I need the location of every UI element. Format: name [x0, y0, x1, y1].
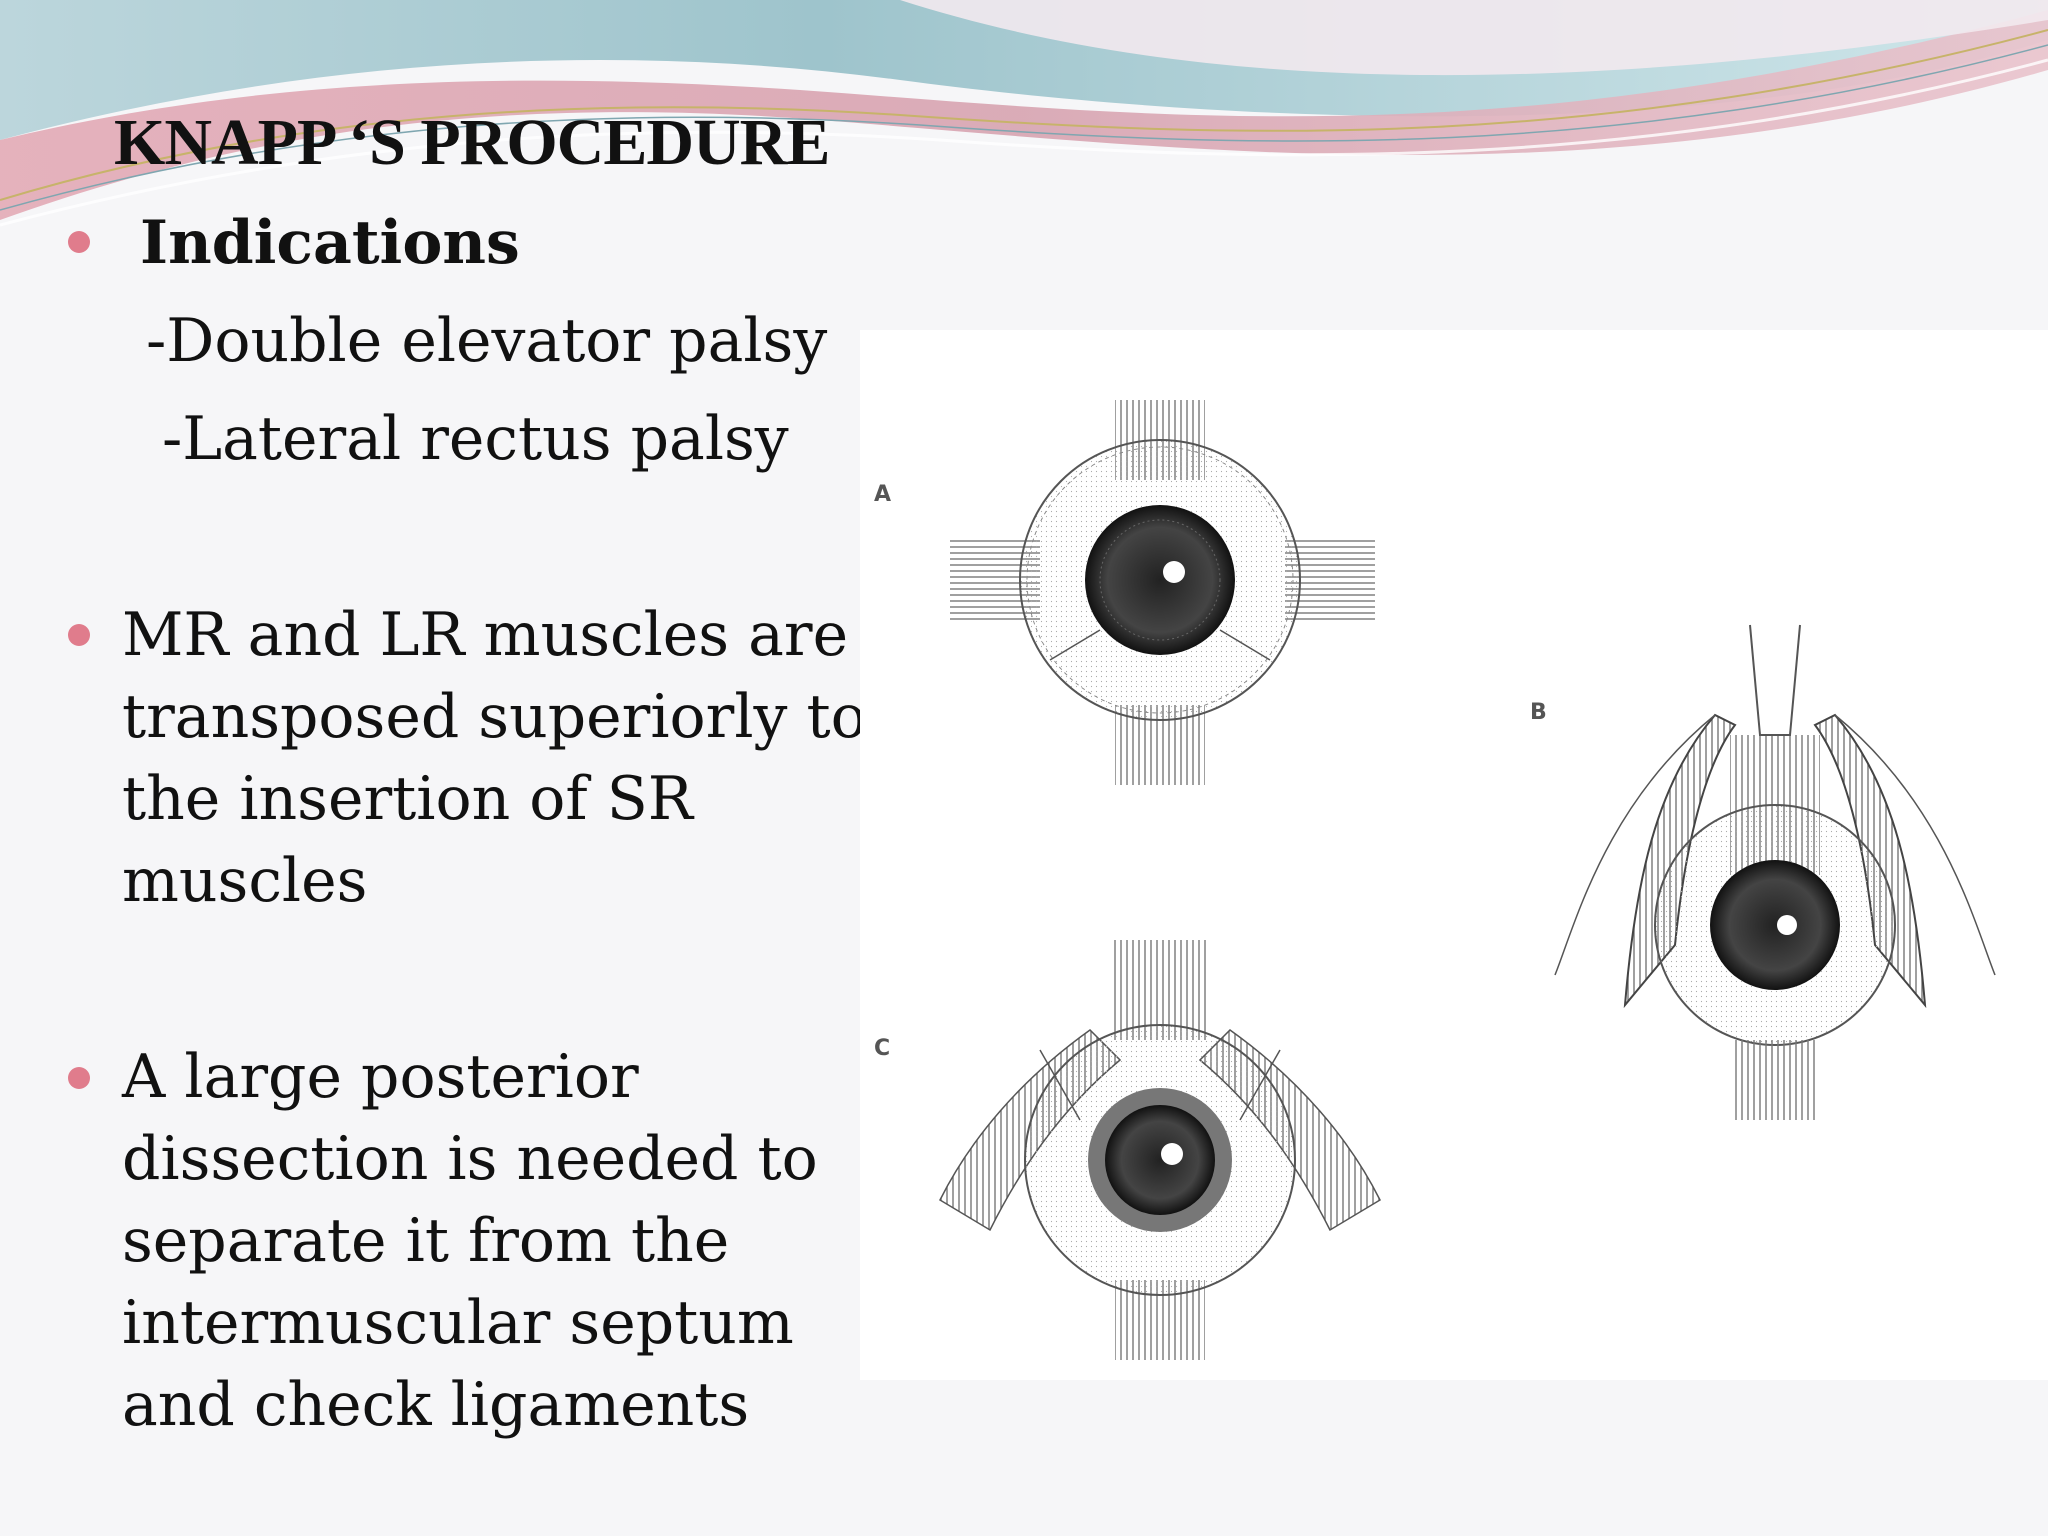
figure-a-eye: [950, 400, 1375, 785]
bullet-text-line: MR and LR muscles are: [122, 600, 849, 670]
indication-item: -Lateral rectus palsy: [162, 404, 789, 474]
bullet-text-line: the insertion of SR: [122, 764, 693, 834]
bullet-text-line: and check ligaments: [122, 1370, 750, 1440]
figure-label-b: B: [1530, 700, 1547, 725]
bullet-text-line: muscles: [122, 846, 368, 916]
header-wave-decoration: [0, 0, 2048, 227]
indication-item: -Double elevator palsy: [146, 306, 828, 376]
bullet-dot-icon: [68, 1067, 90, 1089]
bullet-text-line: transposed superiorly to: [122, 682, 867, 752]
bullet-text-line: separate it from the: [122, 1206, 730, 1276]
figure-c-eye: [939, 940, 1381, 1360]
bullet-dot-icon: [68, 231, 90, 253]
surgical-illustration-panel: A B C: [860, 330, 2048, 1380]
bullet-text-line: dissection is needed to: [122, 1124, 818, 1194]
bullet-dot-icon: [68, 624, 90, 646]
figure-label-c: C: [874, 1036, 891, 1061]
slide-title: KNAPP ‘S PROCEDURE: [114, 106, 830, 179]
bullet-text-line: intermuscular septum: [122, 1288, 794, 1358]
eye-illustrations: [939, 400, 1996, 1360]
bullet-text-line: A large posterior: [122, 1042, 639, 1112]
bullet-heading-indications: Indications: [140, 208, 520, 278]
figure-label-a: A: [874, 482, 892, 507]
figure-b-eye: [1554, 624, 1996, 1120]
